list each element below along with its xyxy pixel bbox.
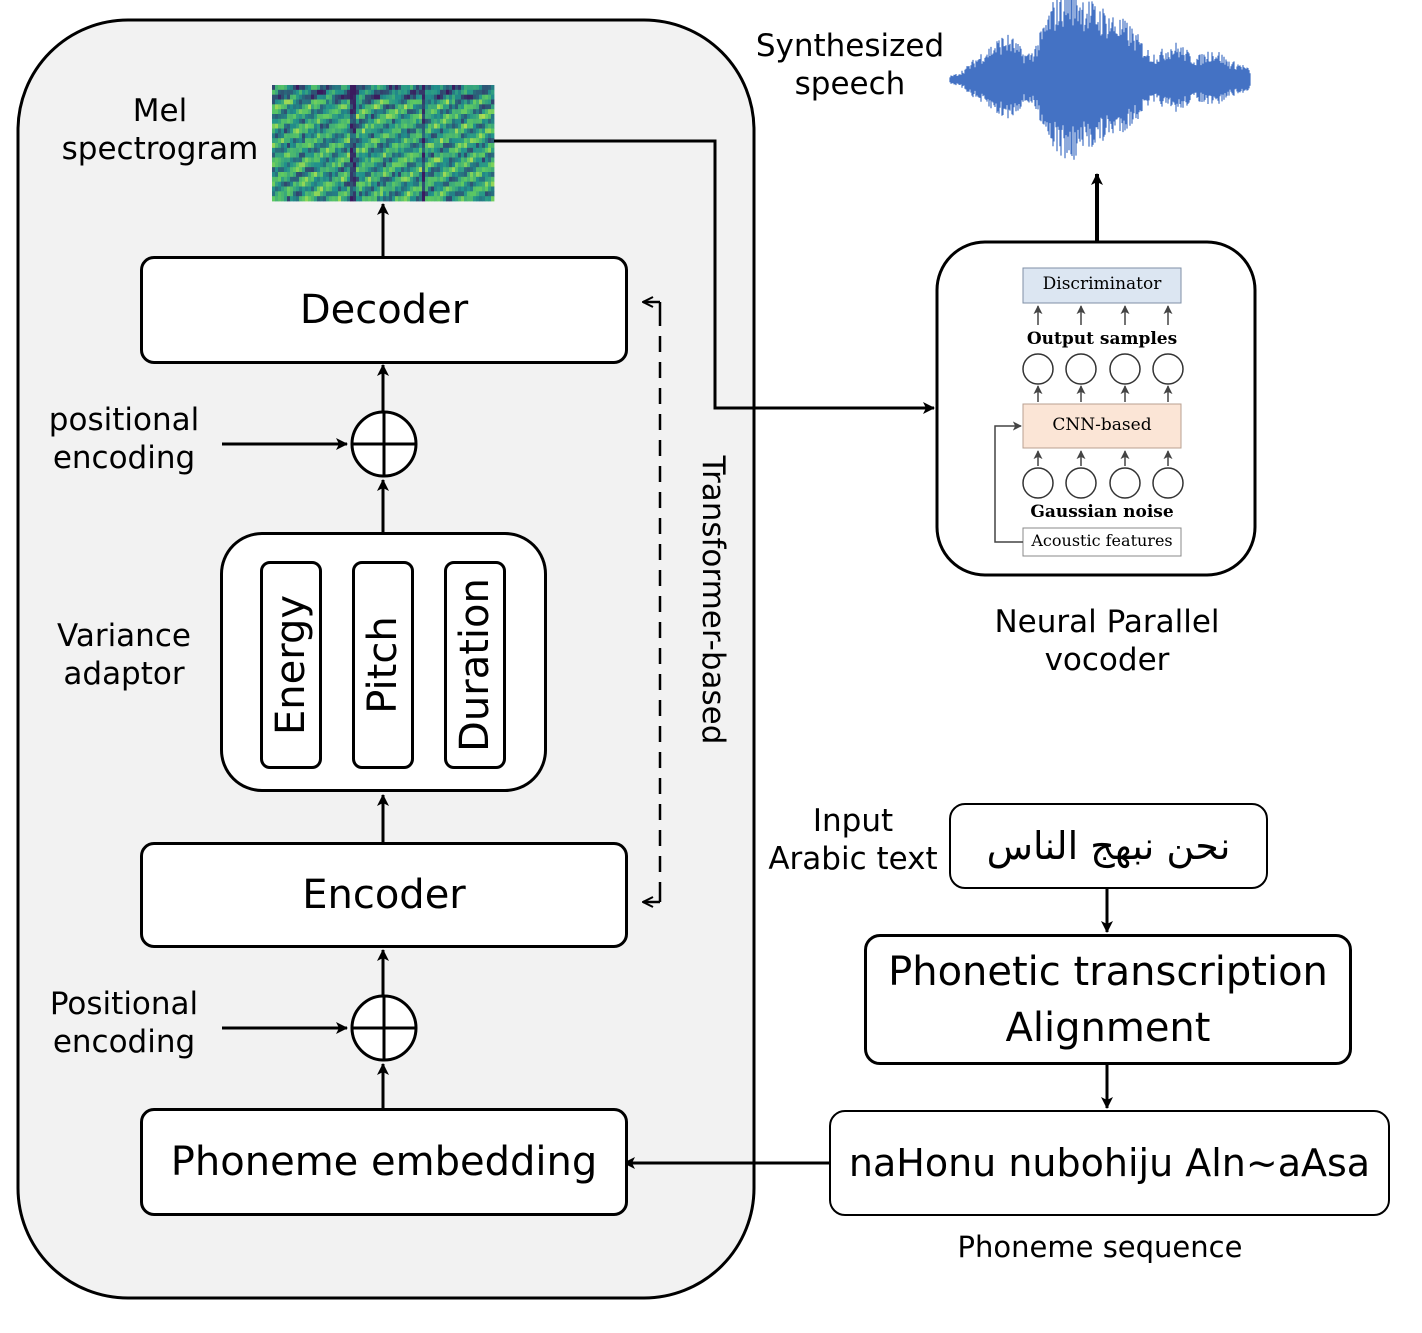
transformer-based-label: Transformer-based — [695, 455, 731, 745]
phoneme-embedding-label: Phoneme embedding — [170, 1139, 598, 1185]
duration-block — [444, 561, 506, 769]
positional-encoding-top-label: positional encoding — [48, 402, 200, 476]
phoneme-sequence-box: naHonu nubohiju Aln~aAsa — [829, 1110, 1390, 1216]
energy-label: Energy — [268, 594, 314, 736]
phoneme-sequence: naHonu nubohiju Aln~aAsa — [848, 1141, 1371, 1185]
variance-adaptor-label: Variance adaptor — [57, 618, 191, 692]
output-samples-label: Output samples — [1026, 329, 1178, 349]
synthesized-speech-label: Synthesized speech — [755, 28, 945, 102]
cnn-label: CNN-based — [1052, 415, 1152, 435]
positional-encoding-bottom-label: Positional encoding — [49, 986, 199, 1060]
phoneme-embedding-block: Phoneme embedding — [140, 1108, 628, 1216]
noise-node — [1109, 467, 1141, 499]
transcription-block: Phonetic transcription Alignment — [864, 934, 1352, 1065]
encoder-block: Encoder — [140, 842, 628, 948]
acoustic-features-label: Acoustic features — [1031, 531, 1173, 550]
acoustic-features-block — [1022, 527, 1182, 557]
sum-node-bottom — [350, 994, 418, 1062]
synthesized-speech-waveform — [949, 0, 1251, 160]
output-sample-node — [1109, 353, 1141, 385]
transformer-bracket — [643, 302, 662, 902]
arabic-text-box: نحن نبهج الناس — [949, 803, 1268, 889]
sum-node-top — [350, 410, 418, 478]
mel-spectrogram-image — [272, 85, 495, 202]
mel-spectrogram-label: Mel spectrogram — [61, 93, 259, 167]
transcription-label: Phonetic transcription Alignment — [888, 948, 1328, 1051]
noise-node — [1022, 467, 1054, 499]
energy-block — [260, 561, 322, 769]
phoneme-sequence-caption: Phoneme sequence — [957, 1230, 1243, 1264]
output-sample-node — [1065, 353, 1097, 385]
decoder-block: Decoder — [140, 256, 628, 364]
output-sample-node — [1022, 353, 1054, 385]
cnn-block — [1022, 403, 1182, 449]
arabic-text: نحن نبهج الناس — [986, 824, 1231, 868]
pitch-label: Pitch — [360, 616, 406, 714]
output-sample-node — [1152, 353, 1184, 385]
duration-label: Duration — [452, 578, 498, 752]
feedback-arrow — [994, 421, 1023, 543]
discriminator-block — [1022, 267, 1182, 304]
encoder-label: Encoder — [302, 872, 466, 918]
input-arabic-text-label: Input Arabic text — [768, 803, 938, 877]
noise-node — [1152, 467, 1184, 499]
noise-node — [1065, 467, 1097, 499]
discriminator-label: Discriminator — [1042, 274, 1162, 294]
vocoder-caption: Neural Parallel vocoder — [994, 604, 1220, 678]
arrow-mel-to-vocoder — [494, 139, 935, 414]
pitch-block — [352, 561, 414, 769]
gaussian-noise-label: Gaussian noise — [1030, 502, 1174, 522]
vocoder-nodes — [1022, 305, 1184, 499]
decoder-label: Decoder — [299, 287, 469, 333]
